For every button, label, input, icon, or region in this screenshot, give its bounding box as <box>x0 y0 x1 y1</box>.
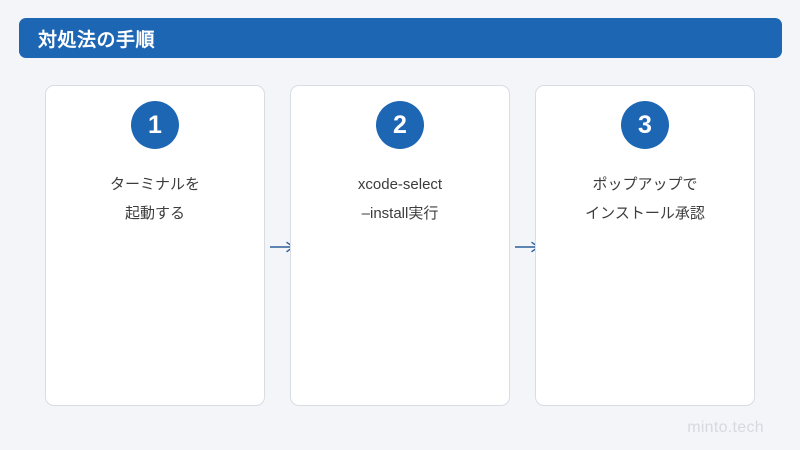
step-label-2-line-1: xcode-select <box>357 176 443 193</box>
step-number-badge-3: 3 <box>621 101 669 149</box>
step-label-3: ポップアップで インストール承認 <box>585 170 705 228</box>
watermark-label: minto.tech <box>687 419 764 436</box>
step-label-1: ターミナルを 起動する <box>110 170 200 228</box>
step-card-2: 2 xcode-select –install実行 <box>290 85 510 406</box>
step-number-badge-2: 2 <box>376 101 424 149</box>
step-card-3: 3 ポップアップで インストール承認 <box>535 85 755 406</box>
step-label-1-line-2: 起動する <box>124 205 185 222</box>
step-label-2-line-2: –install実行 <box>361 205 439 222</box>
step-card-1: 1 ターミナルを 起動する <box>45 85 265 406</box>
step-label-2: xcode-select –install実行 <box>358 170 442 228</box>
step-label-3-line-1: ポップアップで <box>592 176 698 193</box>
header-bar: 対処法の手順 <box>19 18 782 58</box>
page-title: 対処法の手順 <box>38 29 156 51</box>
step-label-1-line-1: ターミナルを <box>109 176 200 193</box>
step-number-badge-1: 1 <box>131 101 179 149</box>
step-flow-diagram: 1 ターミナルを 起動する 2 xcode-select –install実行 … <box>0 85 800 407</box>
step-label-3-line-2: インストール承認 <box>585 205 705 222</box>
